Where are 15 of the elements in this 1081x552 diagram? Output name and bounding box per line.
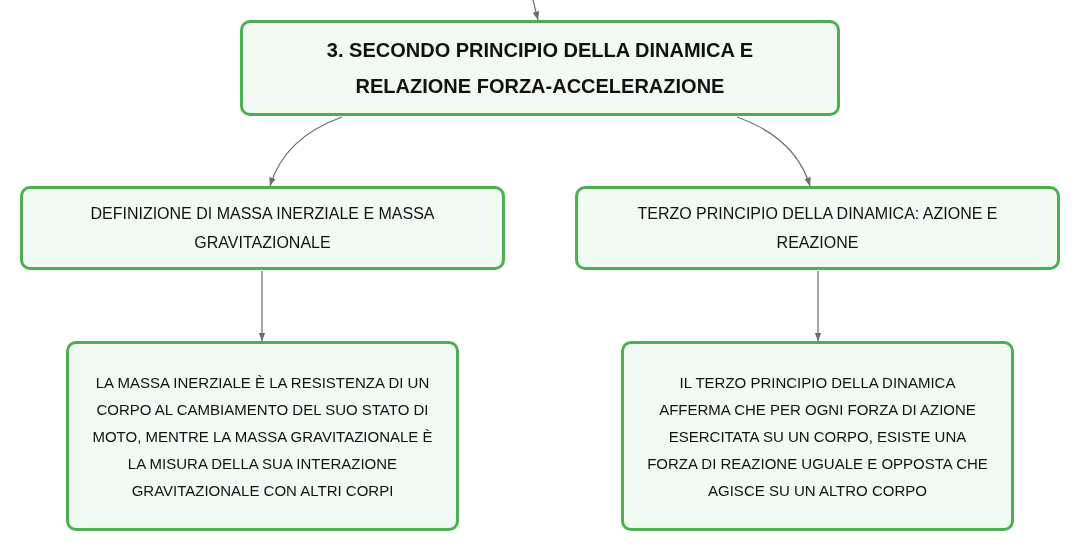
connector-arrow xyxy=(814,270,822,342)
subtopic-title: DEFINIZIONE DI MASSA INERZIALE E MASSA GRAVITAZIONALE xyxy=(89,204,436,253)
description-box xyxy=(621,341,1014,531)
topic-title: 3. SECONDO PRINCIPIO DELLA DINAMICA E RELAZIONE FORZA-ACCELERAZIONE xyxy=(325,38,755,99)
connector-arrow xyxy=(269,116,343,187)
connector-arrow xyxy=(532,0,540,21)
subtopic-title: TERZO PRINCIPIO DELLA DINAMICA: AZIONE E REAZIONE xyxy=(636,204,999,253)
description-box xyxy=(66,341,459,531)
connector-arrow xyxy=(258,270,266,342)
subtopic-box xyxy=(575,186,1060,270)
connector-arrow xyxy=(736,116,811,187)
subtopic-box xyxy=(20,186,505,270)
description-text: LA MASSA INERZIALE È LA RESISTENZA DI UN CORPO AL CAMBIAMENTO DEL SUO STATO DI MOTO, MENTRE LA MASSA GRAVITAZIONALE È LA MISURA DELLA SUA INTERAZIONE GRAVITAZIONALE CON ALTRI CORPI xyxy=(91,372,434,501)
main-topic-box xyxy=(240,20,840,116)
description-text: IL TERZO PRINCIPIO DELLA DINAMICA AFFERMA CHE PER OGNI FORZA DI AZIONE ESERCITATA SU UN CORPO, ESISTE UNA FORZA DI REAZIONE UGUALE E OPPOSTA CHE AGISCE SU UN ALTRO CORPO xyxy=(646,372,989,501)
